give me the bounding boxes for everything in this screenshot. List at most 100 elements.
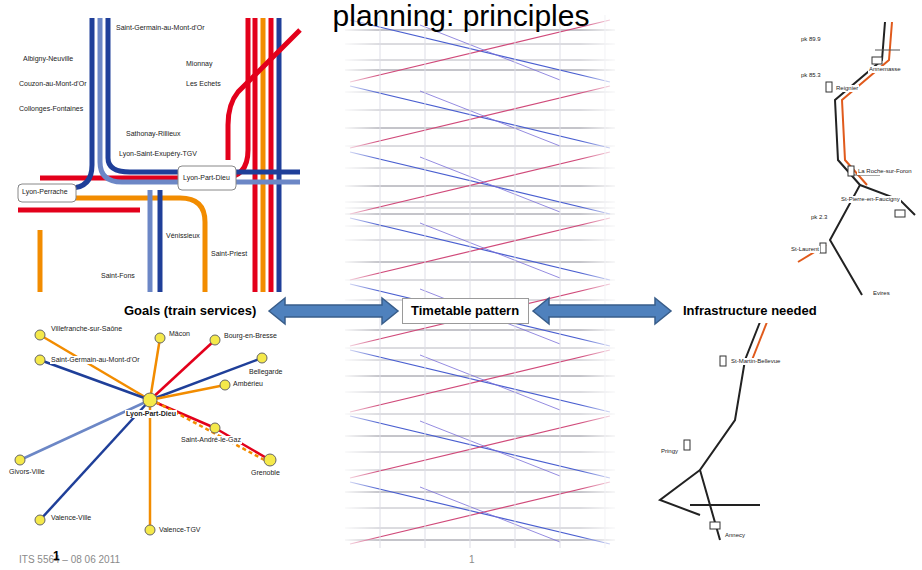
drawing-part — [253, 18, 258, 292]
station-label: Lyon-Saint-Exupéry-TGV — [118, 150, 198, 158]
drawing-part — [848, 166, 854, 176]
stage-box: Goals (train services) — [116, 299, 265, 323]
drawing-part — [345, 214, 615, 215]
fade — [340, 15, 380, 550]
drawing-part — [18, 184, 76, 202]
station-label: Lyon-Part-Dieu — [182, 174, 231, 182]
drawing-part — [345, 60, 615, 61]
station-symbol — [820, 57, 905, 253]
drawing-part — [345, 70, 615, 71]
drawing-part — [350, 86, 610, 148]
station-label: Saint-André-le-Gaz — [180, 436, 242, 444]
milepost-label: pk 89.9 — [800, 36, 822, 43]
drawing-part — [560, 15, 561, 548]
station-label: Evires — [872, 290, 891, 297]
drawing-part — [350, 152, 610, 214]
box-label: Goals (train services) — [124, 303, 257, 319]
slide-number: 1 — [52, 550, 61, 563]
drawing-part — [720, 356, 726, 366]
station-label: St-Pierre-en-Faucigny — [840, 196, 901, 203]
station-label: Lyon-Part-Dieu — [125, 410, 177, 418]
station-label: Grenoble — [250, 469, 281, 477]
drawing-part — [350, 482, 610, 544]
drawing-part — [38, 230, 43, 292]
drawing-part — [15, 455, 25, 465]
station-label: Annemasse — [868, 66, 902, 73]
drawing-part — [35, 330, 45, 340]
drawing-part — [345, 348, 615, 349]
drawing-part — [345, 540, 615, 541]
drawing-part — [872, 57, 882, 64]
drawing-part — [345, 360, 615, 361]
page-number: 1 — [468, 554, 476, 565]
station-label: Bourg-en-Bresse — [223, 332, 278, 340]
station-label: Mionnay — [185, 60, 213, 68]
fade — [580, 15, 620, 550]
milepost-label: pk 85.3 — [800, 72, 822, 79]
drawing-part — [40, 360, 150, 400]
station-label: La Roche-sur-Foron — [857, 168, 913, 175]
drawing-part — [228, 30, 300, 160]
drawing-part — [150, 340, 215, 400]
drawing-part — [40, 18, 248, 178]
station-label: Vénissieux — [165, 232, 201, 240]
station-label: Collonges-Fontaines — [18, 105, 84, 113]
drawing-part — [420, 223, 560, 278]
drawing-part — [149, 400, 152, 530]
drawing-part — [145, 525, 155, 535]
drawing-part — [895, 210, 905, 217]
drawing-part — [420, 487, 560, 542]
drawing-part — [345, 44, 615, 45]
drawing-part — [261, 18, 266, 292]
box-label: Infrastructure needed — [683, 303, 817, 319]
drawing-part — [40, 400, 150, 520]
drawing-part — [257, 353, 267, 363]
drawing-part — [155, 333, 165, 343]
station-label: Bellegarde — [248, 368, 283, 376]
drawing-part — [100, 18, 300, 182]
drawing-part — [515, 15, 516, 548]
drawing-part — [20, 400, 150, 460]
drawing-part — [345, 392, 615, 393]
station-label: Valence-Ville — [50, 514, 92, 522]
drawing-part — [420, 355, 560, 410]
drawing-part — [18, 198, 205, 292]
drawing-part — [420, 91, 560, 146]
drawing-part — [264, 454, 276, 466]
drawing-part — [350, 350, 610, 412]
drawing-part — [35, 355, 45, 365]
drawing-part — [345, 208, 615, 209]
drawing-part — [345, 92, 615, 93]
drawing-part — [470, 15, 471, 548]
timetable-graph — [345, 15, 615, 548]
service-map — [20, 335, 272, 530]
drawing-part — [420, 421, 560, 476]
drawing-part — [18, 208, 140, 213]
drawing-part — [40, 335, 150, 400]
station-label: Albigny-Neuville — [22, 55, 74, 63]
drawing-part — [18, 18, 92, 188]
drawing-part — [752, 322, 767, 360]
drawing-part — [345, 128, 615, 129]
drawing-part — [277, 18, 282, 292]
station-label: Les Echets — [185, 80, 222, 88]
drawing-part — [345, 110, 615, 111]
station-label: Saint-Fons — [100, 272, 136, 280]
drawing-part — [345, 528, 615, 529]
drawing-part — [345, 146, 615, 147]
station-label: St-Laurent — [790, 246, 820, 253]
drawing-part — [350, 416, 610, 478]
drawing-part — [210, 423, 220, 433]
station-symbol — [684, 356, 726, 529]
drawing-part — [345, 202, 615, 203]
milepost-label: pk 2.3 — [810, 214, 828, 221]
station-label: Ambérieu — [232, 380, 264, 388]
network-map — [18, 18, 300, 292]
drawing-part — [345, 262, 615, 263]
drawing-part — [215, 428, 270, 460]
station-label: St-Martin-Bellevue — [730, 358, 781, 365]
drawing-part — [420, 157, 560, 212]
drawing-part — [158, 190, 163, 292]
